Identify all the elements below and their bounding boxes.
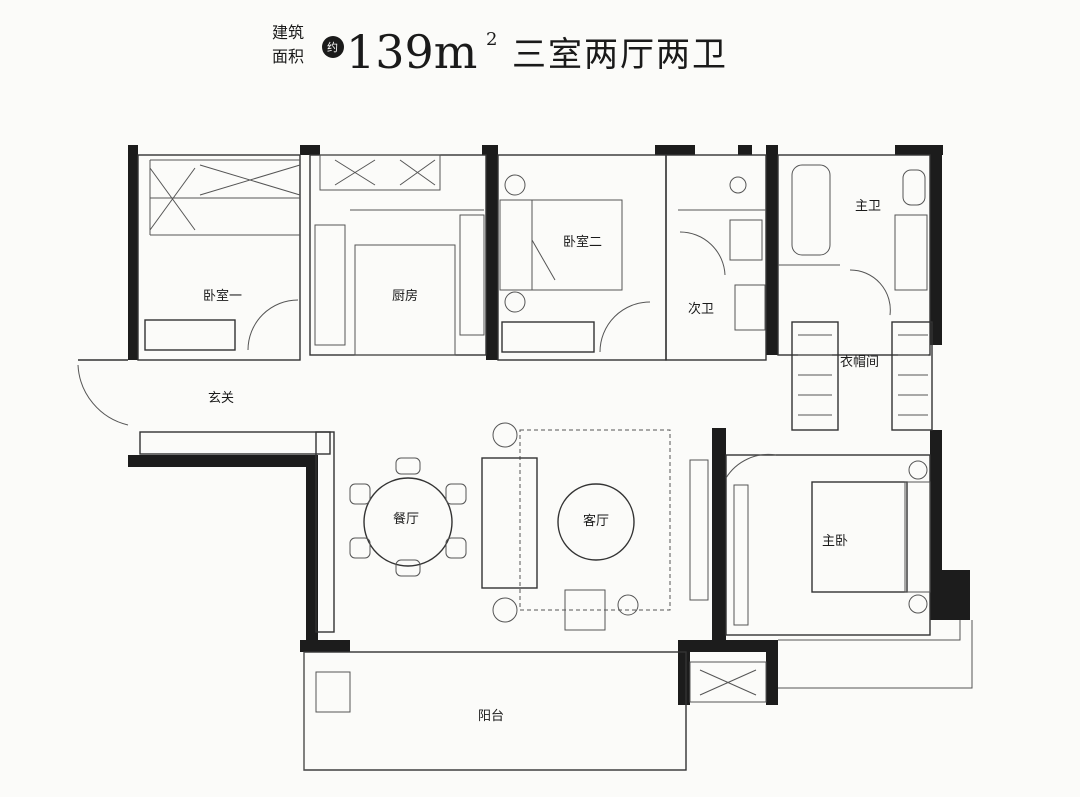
room-label-kitchen: 厨房 [392,288,418,304]
bed-master [811,481,908,593]
title: 建筑 面积 约 139m 2 三室两厅两卫 [272,23,728,79]
area-label-bottom: 面积 [272,47,304,66]
layout-text: 三室两厅两卫 [512,35,728,75]
area-value: 139m [346,25,477,79]
wardrobe-bedroom2 [501,321,595,353]
room-label-balcony: 阳台 [478,709,504,724]
area-unit-sup: 2 [486,29,497,50]
approx-text: 约 [327,41,338,54]
room-label-entrance: 玄关 [208,391,234,406]
wardrobe-bedroom1 [149,160,301,235]
sofa [481,457,538,589]
room-label-bedroom2: 卧室二 [563,234,602,250]
room-labels: 卧室一 厨房 卧室二 次卫 主卫 衣帽间 玄关 餐厅 客厅 主卧 阳台 [203,199,881,724]
room-label-second-bath: 次卫 [688,301,714,317]
closet-hangers [798,334,928,416]
room-label-living: 客厅 [583,513,609,529]
interior-lines [77,154,973,771]
room-label-closet: 衣帽间 [840,354,879,370]
walls [128,145,970,705]
room-label-master-bedroom: 主卧 [822,534,848,549]
living-rug [557,483,635,561]
approx-badge [322,36,344,58]
room-label-dining: 餐厅 [393,511,419,527]
bed-bedroom1 [144,319,236,351]
room-label-bedroom1: 卧室一 [203,288,242,304]
room-label-master-bath: 主卫 [855,199,881,214]
area-label-top: 建筑 [272,23,304,42]
dining-table [349,457,467,577]
